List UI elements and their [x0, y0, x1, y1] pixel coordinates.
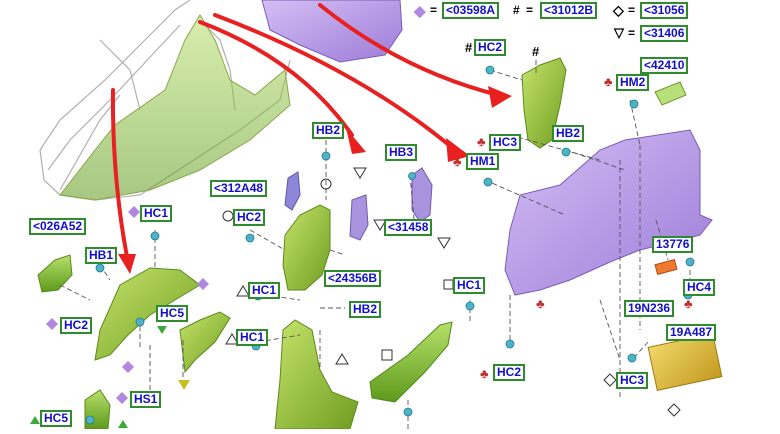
b-pillar-upper-trim	[282, 204, 331, 291]
callout-hc1[interactable]: HC1	[140, 205, 173, 222]
legend-eq: =	[430, 3, 438, 17]
legend-eq: =	[628, 26, 636, 40]
callout-hc1[interactable]: HC1	[453, 277, 486, 294]
callout-hc2[interactable]: HC2	[60, 317, 93, 334]
callout-13776[interactable]: 13776	[652, 236, 694, 253]
callout-hb1[interactable]: HB1	[85, 247, 118, 264]
callout-hc1[interactable]: HC1	[248, 282, 281, 299]
callout-hc2[interactable]: HC2	[493, 364, 526, 381]
callout-hb2[interactable]: HB2	[312, 122, 345, 139]
legend-31056-tag: <31056	[640, 2, 689, 19]
coat-hook-bracket	[411, 167, 433, 223]
red-direction-arrows	[110, 3, 500, 264]
legend-diamond-open-icon: ◇	[613, 2, 624, 18]
cowl-side-trim	[37, 254, 73, 293]
grab-handle	[349, 194, 369, 241]
callout-hb2[interactable]: HB2	[349, 301, 382, 318]
leader-lines	[59, 60, 691, 429]
quarter-trim-panel	[504, 129, 713, 296]
callout-31458[interactable]: <31458	[384, 219, 433, 236]
club-markers: ♣ ♣ ♣ ♣ ♣ ♣	[453, 74, 693, 381]
legend-hash-icon: #	[513, 3, 520, 17]
legend-31406-tag: <31406	[640, 25, 689, 42]
upper-quarter-trim-panel	[261, 0, 403, 63]
callout-312a48[interactable]: <312A48	[210, 180, 268, 197]
legend-diamond-filled-icon: ◆	[414, 3, 426, 20]
open-triangle-markers	[225, 167, 451, 365]
body-side-reinforcement	[59, 14, 291, 201]
callout-hm1[interactable]: HM1	[466, 153, 500, 170]
callout-hc3[interactable]: HC3	[616, 372, 649, 389]
svg-text:#: #	[532, 44, 540, 59]
legend-eq: =	[526, 3, 534, 17]
svg-text:♣: ♣	[604, 74, 613, 89]
jack-cover	[647, 333, 723, 391]
svg-text:♣: ♣	[480, 366, 489, 381]
legend-31012b-tag: <31012B	[540, 2, 598, 19]
callout-hc3[interactable]: HC3	[489, 134, 522, 151]
red-arrow-heads	[118, 86, 512, 274]
legend-eq: =	[628, 3, 636, 17]
legend-03598a-tag: <03598A	[442, 2, 500, 19]
b-pillar-lower-trim	[274, 319, 359, 430]
callout-42410[interactable]: <42410	[640, 57, 689, 74]
callout-hb2[interactable]: HB2	[552, 125, 585, 142]
svg-text:♣: ♣	[453, 154, 462, 169]
open-diamond-markers	[603, 373, 681, 417]
callout-hc5[interactable]: HC5	[40, 410, 73, 427]
a-pillar-trim	[94, 267, 201, 361]
rear-shelf-bracket	[654, 81, 687, 106]
seat-belt-guide	[284, 171, 301, 211]
callout-hc2[interactable]: HC2	[474, 39, 507, 56]
callout-24356b[interactable]: <24356B	[324, 270, 382, 287]
orange-bracket	[654, 258, 678, 276]
callout-hm2[interactable]: HM2	[616, 74, 650, 91]
filled-diamond-markers	[46, 206, 209, 404]
scuff-plate	[369, 321, 453, 403]
callout-19a487[interactable]: 19A487	[666, 324, 717, 341]
svg-text:♣: ♣	[477, 134, 486, 149]
svg-text:#: #	[465, 40, 473, 55]
hash-markers: # #	[465, 40, 540, 59]
callout-hb3[interactable]: HB3	[385, 144, 418, 161]
dash-side-panel	[179, 311, 231, 374]
callout-hs1[interactable]: HS1	[130, 391, 162, 408]
svg-text:♣: ♣	[536, 296, 545, 311]
legend-triangle-open-icon: ▽	[614, 25, 624, 40]
svg-text:♣: ♣	[684, 296, 693, 311]
callout-hc4[interactable]: HC4	[683, 279, 716, 296]
green-triangle-markers	[30, 326, 190, 428]
callout-hc1[interactable]: HC1	[236, 329, 269, 346]
callout-hc5[interactable]: HC5	[156, 305, 189, 322]
callout-026a52[interactable]: <026A52	[29, 218, 87, 235]
callout-hc2[interactable]: HC2	[233, 209, 266, 226]
callout-19n236[interactable]: 19N236	[624, 300, 675, 317]
